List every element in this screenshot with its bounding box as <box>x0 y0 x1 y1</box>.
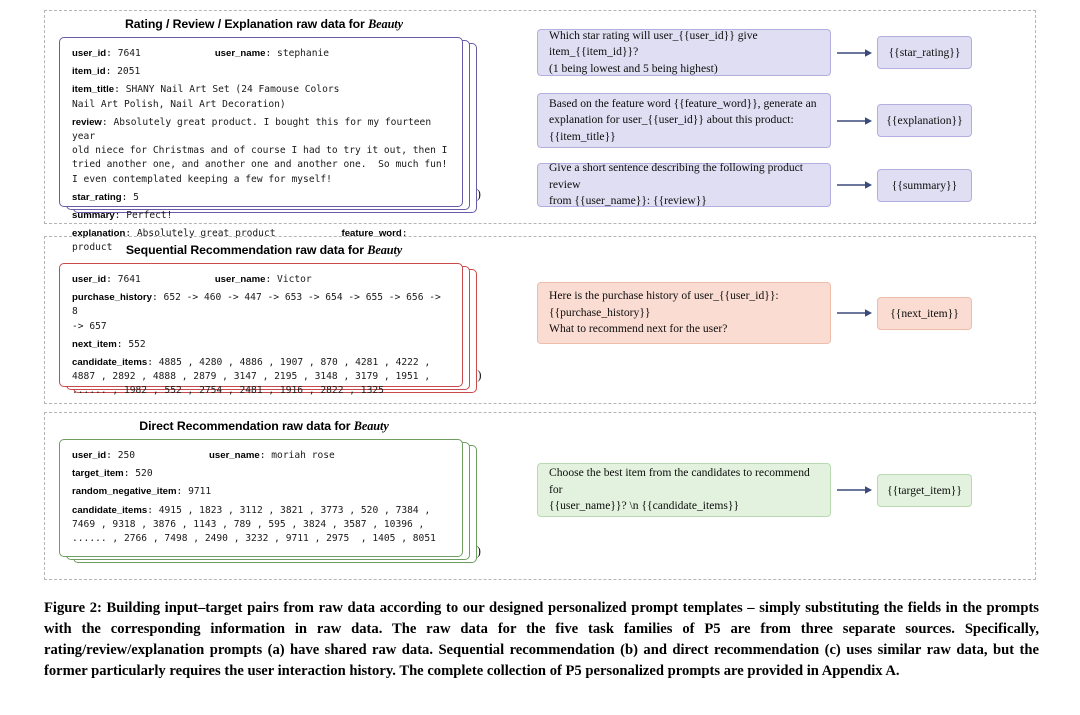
raw-data-card-stack-a: Rating / Review / Explanation raw data f… <box>59 17 477 253</box>
field-candidate-items: candidate_items: 4885 , 4280 , 4886 , 19… <box>72 356 431 397</box>
field-review: review: Absolutely great product. I boug… <box>72 116 448 185</box>
field-random-negative-item: random_negative_item: 9711 <box>72 486 212 498</box>
card-title-b: Sequential Recommendation raw data for B… <box>125 243 403 257</box>
field-next-item: next_item: 552 <box>72 338 146 350</box>
arrow-icon-target-item <box>831 483 877 497</box>
field-candidate-items: candidate_items: 4915 , 1823 , 3112 , 38… <box>72 504 436 544</box>
target-box-target-item[interactable]: {{target_item}} <box>877 473 972 507</box>
prompt-box-sequential[interactable]: Here is the purchase history of user_{{u… <box>537 282 831 344</box>
target-box-summary[interactable]: {{summary}} <box>877 168 972 202</box>
section-sequential-recommendation: (b) Sequential Recommendation raw data f… <box>44 236 1036 404</box>
prompt-box-explanation[interactable]: Based on the feature word {{feature_word… <box>537 93 831 148</box>
prompt-row-target-item: Choose the best item from the candidates… <box>537 463 972 517</box>
field-item-title: item_title: SHANY Nail Art Set (24 Famou… <box>72 84 340 110</box>
field-summary: summary: Perfect! <box>72 209 173 221</box>
field-target-item: target_item: 520 <box>72 468 153 480</box>
field-purchase-history: purchase_history: 652 -> 460 -> 447 -> 6… <box>72 292 441 332</box>
prompt-row-next-item: Here is the purchase history of user_{{u… <box>537 282 972 344</box>
target-box-explanation[interactable]: {{explanation}} <box>877 104 972 137</box>
section-direct-recommendation: (c) Direct Recommendation raw data for B… <box>44 412 1036 580</box>
arrow-icon-summary <box>831 178 877 192</box>
raw-data-card-stack-c: Direct Recommendation raw data for Beaut… <box>59 419 477 569</box>
card-title-a: Rating / Review / Explanation raw data f… <box>125 17 403 31</box>
prompt-row-rating: Which star rating will user_{{user_id}} … <box>537 29 972 76</box>
target-box-star-rating[interactable]: {{star_rating}} <box>877 36 972 69</box>
card-title-c: Direct Recommendation raw data for Beaut… <box>139 419 389 433</box>
raw-data-card-stack-b: Sequential Recommendation raw data for B… <box>59 243 477 396</box>
arrow-icon-explanation <box>831 114 877 128</box>
field-item-id: item_id: 2051 <box>72 66 141 78</box>
target-box-next-item[interactable]: {{next_item}} <box>877 296 972 330</box>
prompt-row-explanation: Based on the feature word {{feature_word… <box>537 93 972 148</box>
figure-caption: Figure 2: Building input–target pairs fr… <box>44 600 1039 679</box>
field-star-rating: star_rating: 5 <box>72 191 139 203</box>
section-rating-review-explanation: (a) Rating / Review / Explanation raw da… <box>44 10 1036 253</box>
prompt-box-direct[interactable]: Choose the best item from the candidates… <box>537 463 831 517</box>
prompt-row-summary: Give a short sentence describing the fol… <box>537 161 972 207</box>
prompt-box-summary[interactable]: Give a short sentence describing the fol… <box>537 161 831 207</box>
arrow-icon-rating <box>831 46 877 60</box>
prompt-box-rating[interactable]: Which star rating will user_{{user_id}} … <box>537 29 831 76</box>
arrow-icon-next-item <box>831 306 877 320</box>
